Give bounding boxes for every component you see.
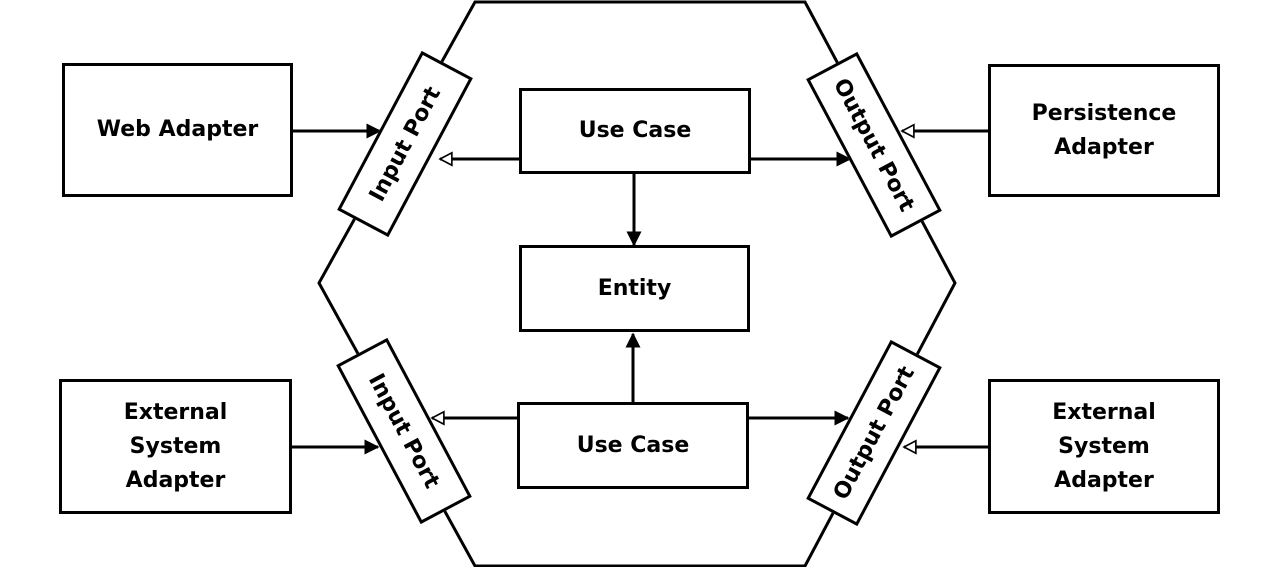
use-case-top-label: Use Case [578,118,692,143]
external-system-adapter-left-box: External System Adapter [59,379,292,514]
use-case-bottom-label: Use Case [576,432,690,458]
persistence-adapter-box: Persistence Adapter [988,64,1220,197]
use-case-bottom-box: Use Case [517,402,749,489]
external-system-adapter-left-label: External System Adapter [123,399,228,493]
use-case-top-box: Use Case [519,88,751,174]
entity-label: Entity [597,275,672,301]
external-system-adapter-right-label: External System Adapter [1052,399,1156,493]
external-system-adapter-right-box: External System Adapter [988,379,1220,514]
application-hexagon [317,0,957,567]
web-adapter-box: Web Adapter [62,63,293,197]
entity-box: Entity [519,245,750,332]
web-adapter-label: Web Adapter [96,117,259,142]
persistence-adapter-label: Persistence Adapter [1031,100,1177,160]
